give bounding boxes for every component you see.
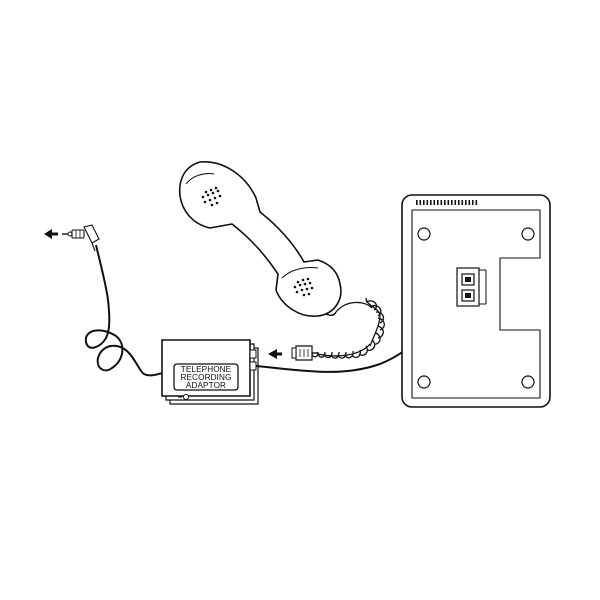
coiled-cord (311, 297, 385, 359)
left-arrow-icon (268, 349, 282, 359)
rubber-foot (417, 227, 431, 241)
adaptor-label-line-3: ADAPTOR (186, 381, 226, 390)
handset-modular-plug (291, 345, 318, 361)
telephone-handset (178, 161, 342, 317)
rubber-foot (521, 227, 535, 241)
earpiece-holes (201, 186, 222, 207)
mouthpiece-holes (293, 277, 314, 297)
audio-jack-plug (44, 224, 169, 377)
rubber-foot (521, 375, 535, 389)
recording-adaptor-box: TELEPHONE RECORDING ADAPTOR (161, 339, 259, 405)
adaptor-label-line-2: RECORDING (181, 373, 232, 382)
adaptor-label-line-1: TELEPHONE (181, 365, 232, 374)
vent-slots (416, 200, 478, 205)
left-arrow-icon (44, 229, 58, 239)
handset-jack-socket (456, 267, 487, 307)
jack-plug-body (62, 224, 100, 252)
rubber-foot (417, 375, 431, 389)
adaptor-label-panel (173, 363, 239, 391)
telephone-base (401, 194, 551, 408)
jack-cable (84, 244, 169, 377)
